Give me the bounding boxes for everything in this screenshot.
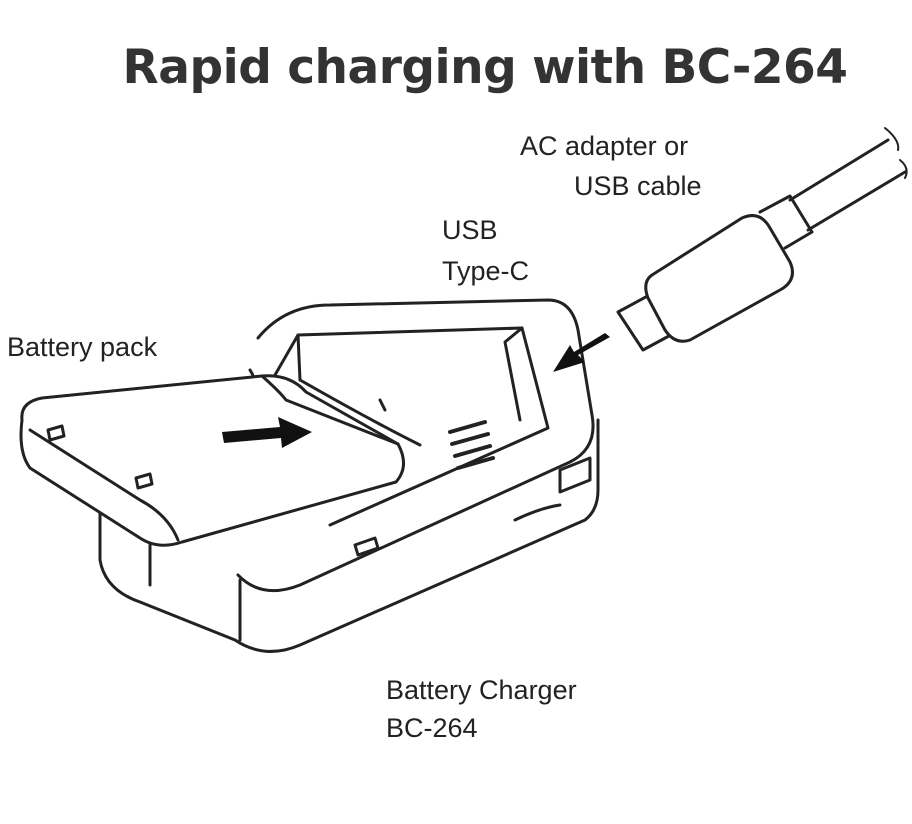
usb-cable-label: USB cable [574, 171, 702, 201]
type-c-label: Type-C [442, 256, 530, 286]
ac-adapter-label: AC adapter or [520, 131, 689, 161]
model-label: BC-264 [386, 713, 478, 743]
insert-arrow-icon [222, 417, 312, 448]
charger-body [98, 298, 600, 653]
usb-label: USB [442, 215, 498, 245]
connect-arrow-icon [553, 333, 610, 372]
battery-pack [19, 374, 405, 547]
battery-charger-label: Battery Charger [386, 675, 577, 705]
usb-cable [553, 127, 908, 372]
page-title: Rapid charging with BC-264 [122, 40, 848, 95]
battery-pack-label: Battery pack [7, 332, 158, 362]
